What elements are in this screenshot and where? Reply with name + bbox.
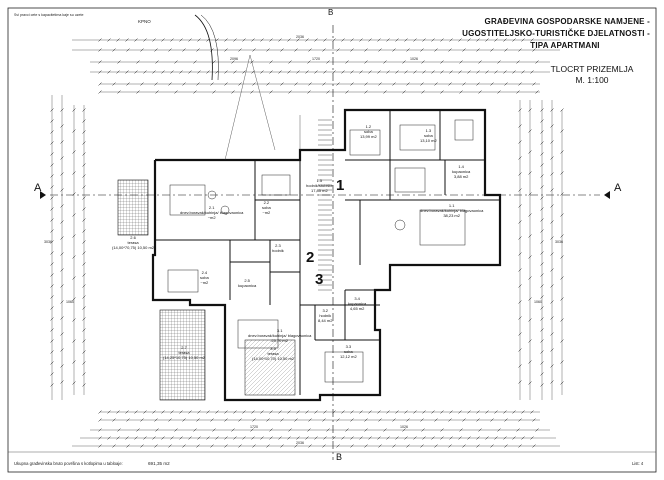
dimension-lines-top (72, 39, 560, 93)
interior-walls (155, 110, 500, 395)
dim-right-2: 1060 (534, 300, 542, 304)
unit-number-2: 2 (306, 249, 315, 266)
section-lines (50, 25, 600, 460)
title-block: GRAĐEVINA GOSPODARSKE NAMJENE - UGOSTITE… (440, 16, 650, 52)
corner-note-top: Svi pravci cete s kapacitetima kaje su u… (14, 13, 84, 17)
dim-left-1: 3036 (44, 240, 52, 244)
dim-right-1: 3036 (555, 240, 563, 244)
furniture (167, 119, 474, 383)
dimension-lines-bottom (72, 411, 560, 447)
section-marker-a-right: A (614, 182, 622, 194)
dimension-ticks (50, 38, 564, 448)
sheet-frame (7, 7, 657, 473)
dim-left-2: 1060 (66, 300, 74, 304)
dim-top-3: 1026 (410, 57, 418, 61)
dimension-lines-right (519, 100, 563, 400)
unit-number-3: 3 (315, 271, 324, 288)
sheet-number: List: 4 (632, 461, 644, 466)
roof-lines (224, 54, 301, 161)
section-marker-b-top: B (328, 8, 334, 17)
corner-note-bottom: Ukupna građevinska bruto površina s kotl… (14, 461, 123, 466)
building-walls (151, 108, 502, 402)
dim-bottom-2: 1720 (250, 425, 258, 429)
dim-bottom-3: 1026 (400, 425, 408, 429)
kpno-label: KPNO (138, 19, 151, 24)
terrace-hatch-left (117, 179, 149, 236)
dim-top-1: 2036 (296, 35, 304, 39)
drawing-scale: M. 1:100 (575, 75, 609, 85)
unit-number-1: 1 (336, 177, 345, 194)
dim-bottom-1: 2036 (296, 441, 304, 445)
stair-treads (318, 119, 332, 291)
total-area-value: 691,35 m2 (148, 461, 170, 466)
site-arc (194, 14, 213, 81)
dim-top-2: 1720 (312, 57, 320, 61)
title-line-3: TIPA APARTMANI (530, 41, 600, 50)
dim-top-4: 2096 (230, 57, 238, 61)
section-marker-a-left: A (34, 182, 42, 194)
title-line-1: GRAĐEVINA GOSPODARSKE NAMJENE - (484, 17, 650, 26)
section-marker-b-bottom: B (336, 452, 343, 462)
terrace-hatch-unit3 (244, 339, 296, 396)
dimension-lines-left (51, 95, 85, 400)
terrace-hatch-bottom (159, 309, 206, 401)
title-line-2: UGOSTITELJSKO-TURISTIČKE DJELATNOSTI - (462, 29, 650, 38)
drawing-name: TLOCRT PRIZEMLJA (550, 64, 634, 74)
drawing-info: TLOCRT PRIZEMLJA M. 1:100 (542, 64, 642, 86)
